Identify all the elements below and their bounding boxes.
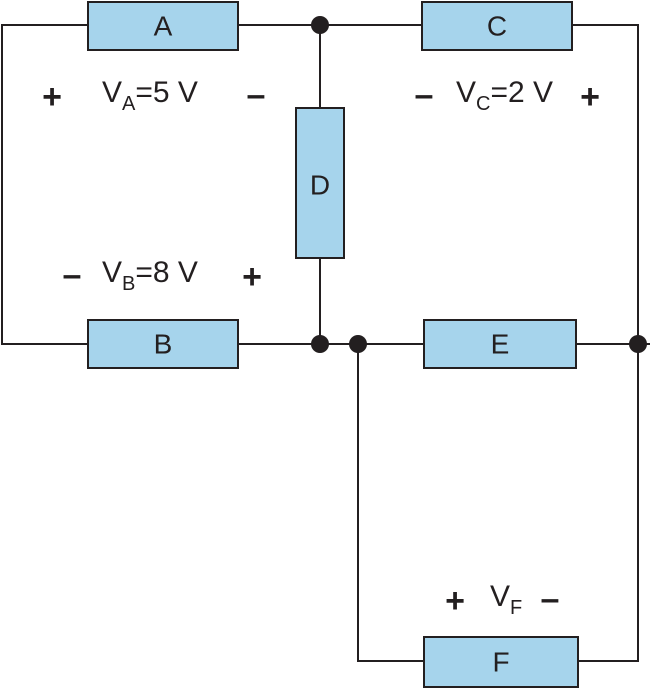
voltage-a-left-polarity: +	[42, 78, 62, 116]
wires	[1, 24, 650, 662]
voltage-f-right-polarity: –	[541, 580, 560, 618]
voltage-a-right-polarity: –	[247, 76, 266, 114]
wire-left-loop	[1, 24, 88, 345]
component-f-body	[423, 636, 579, 688]
component-a-label: A	[154, 11, 173, 42]
voltage-b-right-polarity: +	[242, 258, 262, 296]
component-f: F	[423, 636, 579, 688]
voltage-f: + VF –	[445, 580, 559, 620]
voltage-c-label: VC=2 V	[456, 76, 553, 115]
component-e-body	[423, 319, 577, 369]
voltage-b-label: VB=8 V	[102, 256, 198, 295]
wire-f-to-right	[578, 344, 639, 662]
voltage-c-symbol: V	[456, 76, 476, 109]
voltage-f-label: VF	[490, 580, 522, 619]
voltage-a-label: VA=5 V	[102, 76, 198, 115]
component-c-label: C	[487, 11, 507, 42]
component-e-label: E	[491, 329, 510, 360]
voltage-b-value: =8 V	[135, 256, 198, 289]
wire-c-to-right	[572, 24, 639, 344]
voltage-b-symbol: V	[102, 256, 122, 289]
voltage-f-subscript: F	[510, 597, 522, 619]
component-a: A	[87, 1, 239, 51]
junction-nodes	[311, 16, 647, 353]
component-d: D	[295, 107, 345, 259]
voltage-c-right-polarity: +	[580, 78, 600, 116]
component-b-body	[87, 319, 239, 369]
voltage-c: – VC=2 V +	[415, 76, 600, 116]
voltage-f-left-polarity: +	[445, 582, 465, 620]
component-a-body	[87, 1, 239, 51]
component-b-label: B	[154, 329, 173, 360]
node-top	[311, 16, 329, 34]
voltage-a-symbol: V	[102, 76, 122, 109]
component-c-body	[421, 1, 573, 51]
component-b: B	[87, 319, 239, 369]
voltage-c-subscript: C	[476, 93, 490, 115]
wire-node-to-f	[357, 344, 424, 662]
component-f-label: F	[492, 647, 509, 678]
component-c: C	[421, 1, 573, 51]
voltage-a-subscript: A	[122, 93, 136, 115]
voltage-b: – VB=8 V +	[63, 256, 262, 296]
component-d-label: D	[310, 170, 330, 201]
component-e: E	[423, 319, 577, 369]
node-right	[629, 335, 647, 353]
voltage-b-subscript: B	[122, 273, 135, 295]
voltage-c-value: =2 V	[490, 76, 553, 109]
voltage-a: + VA=5 V –	[42, 76, 265, 116]
voltage-a-value: =5 V	[135, 76, 198, 109]
node-bottom-mid	[349, 335, 367, 353]
voltage-b-left-polarity: –	[63, 256, 82, 294]
voltage-f-symbol: V	[490, 580, 510, 613]
node-bottom-left	[311, 335, 329, 353]
component-d-body	[295, 107, 345, 259]
voltage-c-left-polarity: –	[415, 76, 434, 114]
